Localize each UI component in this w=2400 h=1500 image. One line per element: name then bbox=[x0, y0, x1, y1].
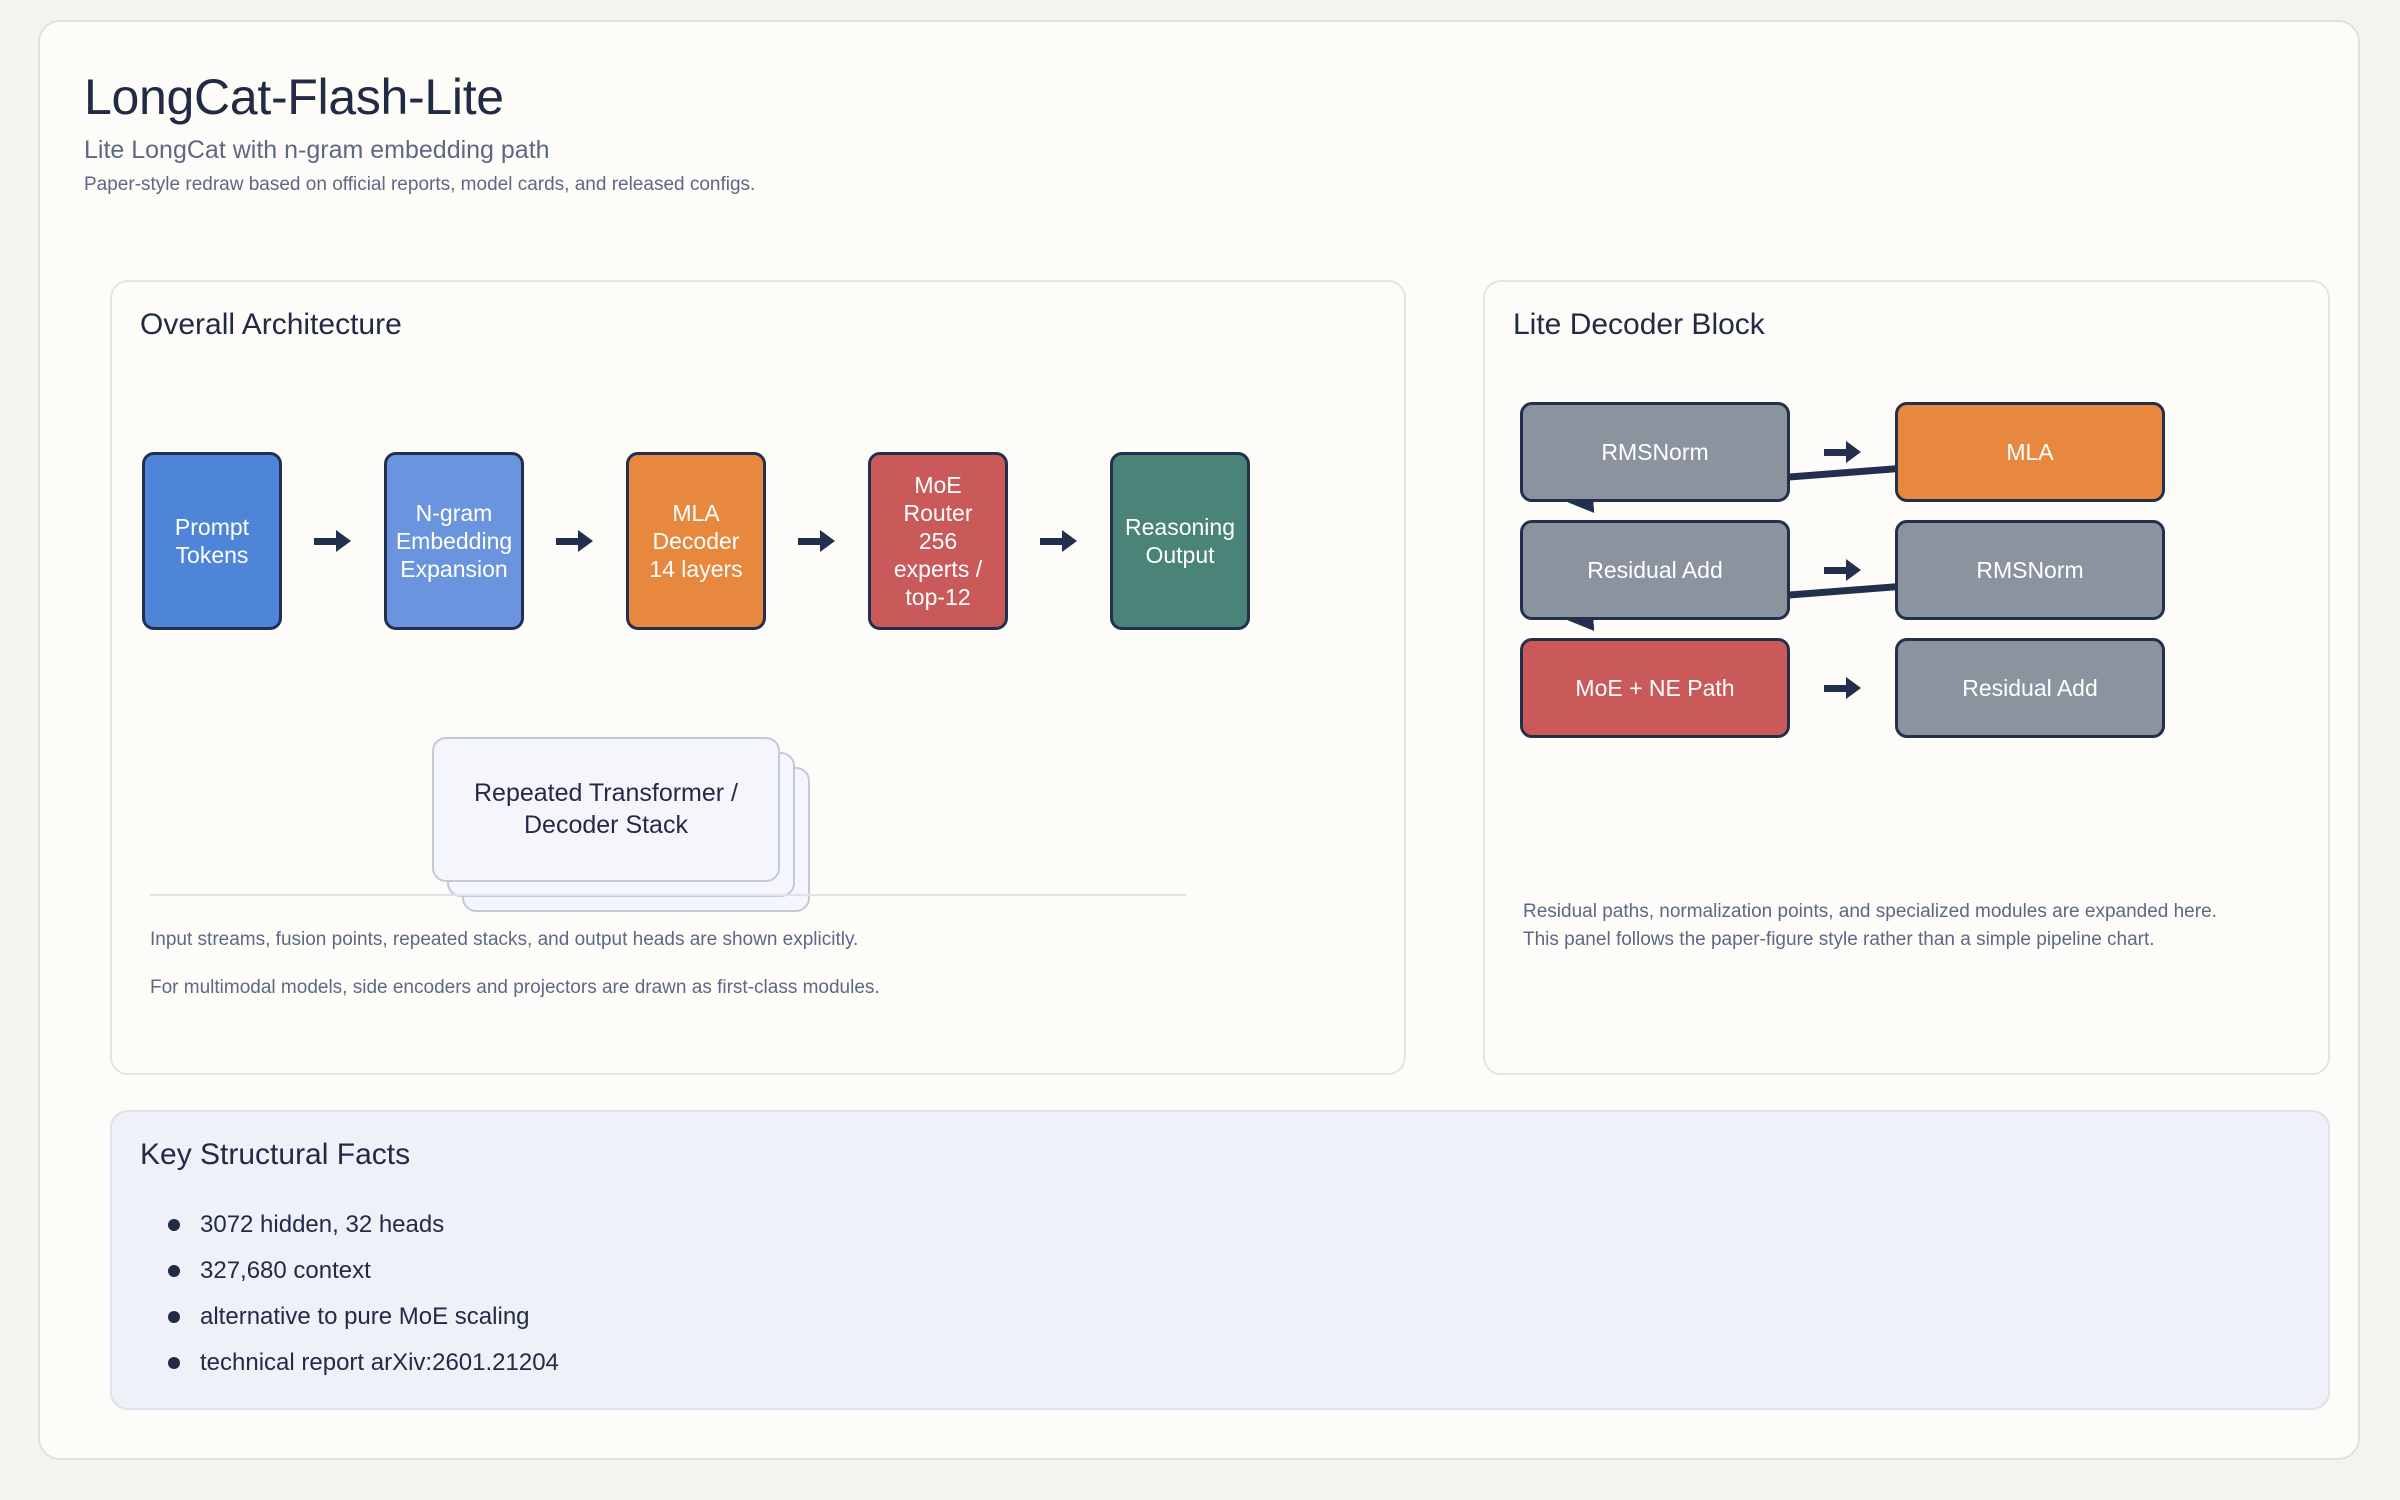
decoder-node-residual-add-1[interactable]: Residual Add bbox=[1520, 520, 1790, 620]
decoder-node-mla[interactable]: MLA bbox=[1895, 402, 2165, 502]
list-item: 327,680 context bbox=[168, 1248, 559, 1294]
decoder-arrow-icon bbox=[1823, 559, 1862, 581]
pipeline-arrow-icon bbox=[314, 530, 352, 552]
overall-divider bbox=[150, 894, 1186, 896]
pipeline-arrow-icon bbox=[1040, 530, 1078, 552]
bullet-icon bbox=[168, 1357, 180, 1369]
decoder-block-grid: RMSNorm MLA Residual Add RMSNorm MoE + N… bbox=[1485, 282, 2328, 1073]
page-title: LongCat-Flash-Lite bbox=[84, 69, 504, 125]
decoder-footnote-1: Residual paths, normalization points, an… bbox=[1523, 901, 2217, 922]
facts-title: Key Structural Facts bbox=[140, 1138, 411, 1171]
page-subtitle: Lite LongCat with n-gram embedding path bbox=[84, 136, 550, 164]
repeated-stack-card[interactable]: Repeated Transformer / Decoder Stack bbox=[432, 737, 780, 882]
page-source-note: Paper-style redraw based on official rep… bbox=[84, 174, 756, 195]
pipeline-arrow-icon bbox=[798, 530, 836, 552]
panel-decoder-title: Lite Decoder Block bbox=[1513, 308, 1765, 341]
pipeline-node-mla-decoder[interactable]: MLA Decoder 14 layers bbox=[626, 452, 766, 630]
document-header: LongCat-Flash-Lite Lite LongCat with n-g… bbox=[84, 72, 755, 194]
overall-footnote-2: For multimodal models, side encoders and… bbox=[150, 977, 880, 998]
bullet-icon bbox=[168, 1219, 180, 1231]
decoder-node-residual-add-2[interactable]: Residual Add bbox=[1895, 638, 2165, 738]
panel-overall-architecture: Overall Architecture Prompt Tokens N-gra… bbox=[110, 280, 1406, 1075]
list-item-label: 327,680 context bbox=[200, 1257, 371, 1284]
pipeline-flow: Prompt Tokens N-gram Embedding Expansion… bbox=[112, 282, 1404, 1073]
list-item-label: 3072 hidden, 32 heads bbox=[200, 1211, 445, 1238]
repeated-stack-group[interactable]: Repeated Transformer / Decoder Stack bbox=[432, 737, 832, 927]
list-item: 3072 hidden, 32 heads bbox=[168, 1202, 559, 1248]
overall-footnote-1: Input streams, fusion points, repeated s… bbox=[150, 929, 859, 950]
list-item-label: technical report arXiv:2601.21204 bbox=[200, 1349, 559, 1376]
decoder-footnote-2: This panel follows the paper-figure styl… bbox=[1523, 929, 2155, 950]
panel-lite-decoder-block: Lite Decoder Block RMSNorm MLA Residual … bbox=[1483, 280, 2330, 1075]
list-item-label: alternative to pure MoE scaling bbox=[200, 1303, 530, 1330]
pipeline-node-ngram-embedding[interactable]: N-gram Embedding Expansion bbox=[384, 452, 524, 630]
decoder-node-rmsnorm-2[interactable]: RMSNorm bbox=[1895, 520, 2165, 620]
decoder-arrow-icon bbox=[1823, 441, 1862, 463]
decoder-arrow-icon bbox=[1823, 677, 1862, 699]
pipeline-arrow-icon bbox=[556, 530, 594, 552]
pipeline-node-prompt-tokens[interactable]: Prompt Tokens bbox=[142, 452, 282, 630]
decoder-node-moe-ne-path[interactable]: MoE + NE Path bbox=[1520, 638, 1790, 738]
page-card: LongCat-Flash-Lite Lite LongCat with n-g… bbox=[38, 20, 2360, 1460]
pipeline-node-reasoning-output[interactable]: Reasoning Output bbox=[1110, 452, 1250, 630]
list-item: technical report arXiv:2601.21204 bbox=[168, 1340, 559, 1386]
list-item: alternative to pure MoE scaling bbox=[168, 1294, 559, 1340]
panel-key-structural-facts: Key Structural Facts 3072 hidden, 32 hea… bbox=[110, 1110, 2330, 1410]
bullet-icon bbox=[168, 1265, 180, 1277]
panel-overall-title: Overall Architecture bbox=[140, 308, 402, 341]
facts-list: 3072 hidden, 32 heads 327,680 context al… bbox=[168, 1202, 559, 1386]
pipeline-node-moe-router[interactable]: MoE Router 256 experts / top-12 bbox=[868, 452, 1008, 630]
decoder-node-rmsnorm-1[interactable]: RMSNorm bbox=[1520, 402, 1790, 502]
bullet-icon bbox=[168, 1311, 180, 1323]
